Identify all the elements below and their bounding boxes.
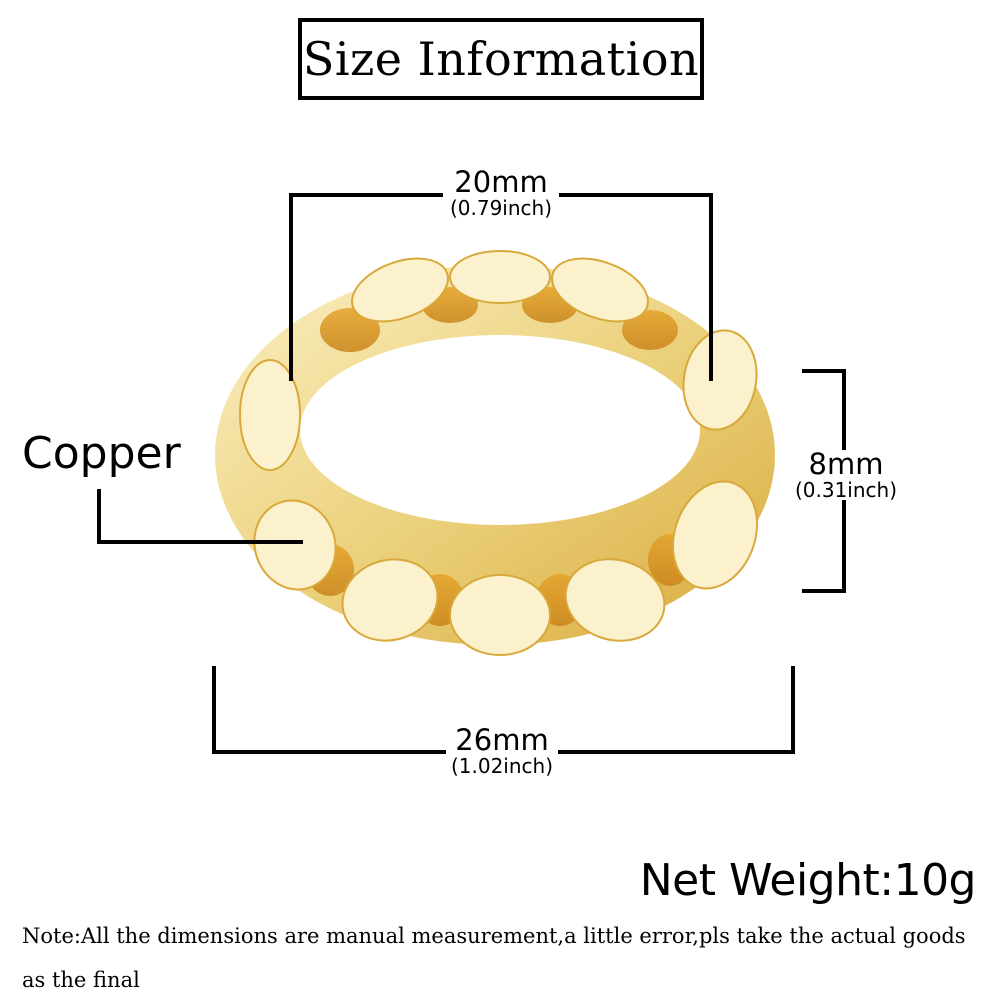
page-title: Size Information <box>302 32 700 86</box>
note-text: Note:All the dimensions are manual measu… <box>22 924 966 992</box>
top-dimension-right-tick <box>709 193 713 381</box>
top-dimension-label: 20mm (0.79inch) <box>443 168 559 218</box>
height-dimension-top-tick <box>802 369 846 373</box>
bottom-dimension-label: 26mm (1.02inch) <box>446 726 558 776</box>
top-width-mm: 20mm <box>454 165 548 199</box>
title-box: Size Information <box>298 18 704 100</box>
top-width-inch: (0.79inch) <box>449 196 553 220</box>
material-label: Copper <box>22 428 181 479</box>
height-dimension-label: 8mm (0.31inch) <box>790 450 902 500</box>
top-dimension-left-tick <box>289 193 293 381</box>
ring-image <box>215 250 775 656</box>
height-inch: (0.31inch) <box>794 478 898 502</box>
height-dimension-bottom-tick <box>802 589 846 593</box>
bottom-width-mm: 26mm <box>455 723 549 757</box>
bottom-width-inch: (1.02inch) <box>450 754 554 778</box>
copper-callout-horizontal <box>97 540 303 544</box>
net-weight: Net Weight:10g <box>639 855 977 906</box>
bottom-dimension-right-tick <box>791 666 795 754</box>
bottom-dimension-left-tick <box>212 666 216 754</box>
copper-callout-vertical <box>97 489 101 544</box>
height-mm: 8mm <box>808 447 884 481</box>
